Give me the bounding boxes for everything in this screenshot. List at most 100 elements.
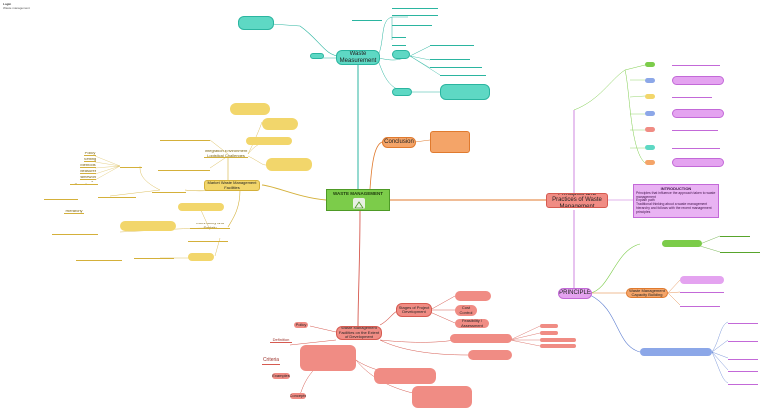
integration-leaf[interactable]: [160, 134, 210, 141]
introduction-line: Explain path: [636, 198, 655, 203]
measurement-child-node[interactable]: [352, 12, 382, 21]
principle-leaf-text[interactable]: [680, 303, 720, 307]
yellow-leaf[interactable]: [52, 228, 98, 235]
recycle-image-icon: [353, 198, 365, 209]
criteria-node[interactable]: Criteria: [262, 357, 280, 365]
development-leaf[interactable]: [540, 331, 558, 335]
development-leaf[interactable]: [450, 334, 512, 343]
yellow-subnode[interactable]: [120, 163, 142, 168]
integration-leaf[interactable]: [158, 164, 210, 171]
conclusion-text-node[interactable]: [430, 131, 470, 153]
definition-node[interactable]: Definition: [270, 338, 292, 343]
principle-leaf-text[interactable]: [672, 158, 724, 167]
development-leaf[interactable]: [540, 338, 576, 342]
yellow-leaf[interactable]: Monitoring Operations: [70, 181, 98, 185]
development-desc-node[interactable]: [374, 368, 436, 384]
development-leaf[interactable]: [540, 324, 558, 328]
principle-leaf-text[interactable]: [672, 145, 720, 149]
measurement-child-node[interactable]: [392, 50, 410, 59]
measurement-child-node[interactable]: [238, 16, 274, 30]
project-stages-node[interactable]: Stages of Project Development: [396, 303, 432, 317]
principle-leaf-text[interactable]: [728, 338, 758, 342]
principle-leaf[interactable]: [645, 160, 655, 165]
principle-leaf-text[interactable]: [672, 62, 720, 66]
principle-node[interactable]: PRINCIPLE: [558, 288, 592, 299]
yellow-subnode[interactable]: [188, 253, 214, 261]
principle-leaf[interactable]: [645, 127, 655, 132]
yellow-subnode[interactable]: [120, 221, 176, 231]
integration-leaf[interactable]: [246, 137, 292, 145]
principle-leaf-text[interactable]: [728, 320, 758, 324]
measurement-child-node[interactable]: [392, 88, 412, 96]
definition-policy-node[interactable]: Policy: [294, 322, 308, 328]
principle-leaf-text[interactable]: [672, 94, 712, 98]
yellow-leaf[interactable]: Hierarchy: [64, 210, 84, 214]
integration-leaf[interactable]: [230, 103, 270, 115]
principle-leaf-text[interactable]: [672, 76, 724, 85]
yellow-subnode[interactable]: [152, 186, 186, 193]
principle-leaf-text[interactable]: [680, 289, 724, 293]
principle-leaf-text[interactable]: [728, 368, 758, 372]
yellow-subnode[interactable]: [178, 203, 224, 211]
yellow-leaf[interactable]: Measures: [80, 170, 96, 174]
examples-node[interactable]: Examples: [272, 373, 290, 379]
development-leaf[interactable]: [468, 350, 512, 360]
principle-leaf-text[interactable]: [720, 249, 760, 253]
measurement-leaf[interactable]: [430, 42, 474, 46]
waste-measurement-node[interactable]: Waste Measurement: [336, 50, 380, 65]
principle-leaf-text[interactable]: [672, 109, 724, 118]
community-node[interactable]: Community and Society: [190, 223, 230, 229]
integration-leaf[interactable]: [262, 118, 298, 130]
central-topic[interactable]: WASTE MANAGEMENT: [326, 189, 390, 211]
principle-leaf[interactable]: [645, 145, 655, 150]
measurement-leaf[interactable]: [392, 5, 438, 9]
principles-practices-node[interactable]: Principles and Practices of Waste Manage…: [546, 193, 608, 208]
integration-leaf[interactable]: [266, 158, 312, 171]
principle-subnode[interactable]: [640, 348, 712, 356]
measurement-leaf[interactable]: [392, 34, 406, 38]
yellow-leaf[interactable]: Methods: [80, 164, 96, 168]
principle-leaf[interactable]: [645, 62, 655, 67]
measurement-leaf[interactable]: [392, 42, 406, 46]
development-leaf[interactable]: [455, 291, 491, 301]
principle-leaf-text[interactable]: [728, 381, 758, 385]
measurement-leaf[interactable]: [430, 64, 482, 68]
cost-control-node[interactable]: Cost Control: [455, 305, 477, 316]
capacity-building-node[interactable]: Waste Management Capacity Building: [626, 288, 668, 298]
measurement-leaf[interactable]: [392, 22, 432, 26]
yellow-leaf[interactable]: Policy: [84, 152, 96, 156]
conclusion-node[interactable]: Conclusion: [382, 137, 416, 148]
yellow-leaf[interactable]: [188, 238, 228, 242]
feasibility-node[interactable]: Feasibility / Assessment: [455, 319, 489, 328]
principle-leaf-text[interactable]: [672, 127, 718, 131]
principle-subnode[interactable]: [662, 240, 702, 247]
market-facilities-node[interactable]: Market Waste Management Facilities: [204, 180, 260, 191]
principle-leaf-text[interactable]: [720, 233, 750, 237]
measurement-leaf[interactable]: [430, 56, 470, 60]
measurement-child-node[interactable]: [440, 84, 490, 100]
development-desc-node[interactable]: [300, 345, 356, 371]
yellow-leaf[interactable]: Frameworks: [80, 176, 96, 180]
measurement-leaf[interactable]: [440, 72, 486, 76]
development-node[interactable]: Waste Management Facilities on the Exten…: [336, 326, 382, 340]
introduction-node[interactable]: INTRODUCTION Principles that influence t…: [633, 184, 719, 218]
principle-leaf[interactable]: [645, 94, 655, 99]
principle-leaf[interactable]: [645, 78, 655, 83]
yellow-leaf[interactable]: [134, 255, 174, 259]
introduction-title: INTRODUCTION: [660, 186, 692, 191]
principle-leaf-text[interactable]: [680, 276, 724, 284]
concepts-node[interactable]: Concepts: [290, 393, 306, 399]
development-leaf[interactable]: [540, 344, 576, 348]
yellow-leaf[interactable]: [44, 196, 78, 200]
measurement-leaf[interactable]: [392, 12, 438, 16]
yellow-leaf[interactable]: Setting: [84, 158, 96, 162]
measurement-child-node[interactable]: [310, 53, 324, 59]
development-desc-node[interactable]: [412, 386, 472, 408]
yellow-leaf[interactable]: [76, 253, 122, 261]
principle-leaf[interactable]: [645, 111, 655, 116]
principle-leaf-text[interactable]: [728, 356, 758, 360]
integration-node[interactable]: Integration Environment Logistical Chall…: [204, 150, 248, 158]
yellow-leaf[interactable]: [98, 193, 136, 198]
